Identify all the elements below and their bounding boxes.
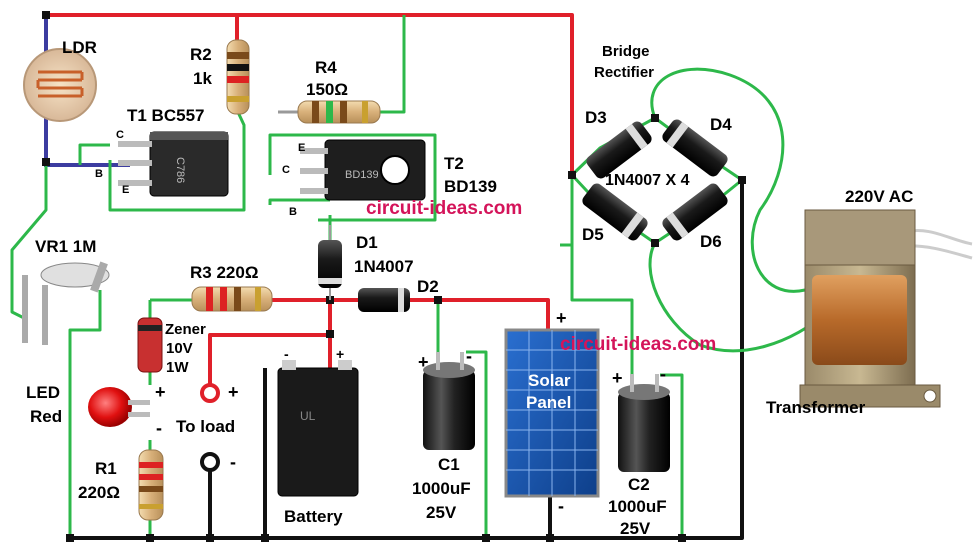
battery-brand: UL <box>300 409 316 423</box>
r1-resistor <box>138 449 164 521</box>
zener-watt: 1W <box>166 359 189 376</box>
t2-part: BD139 <box>444 177 497 196</box>
solar-plus: + <box>556 308 567 328</box>
ac-label: 220V AC <box>845 187 913 206</box>
d2-label: D2 <box>417 277 439 296</box>
d6-label: D6 <box>700 232 722 251</box>
r3-resistor <box>191 286 273 312</box>
vr1-label: VR1 1M <box>35 237 96 256</box>
solar-label-1: Solar <box>528 371 571 390</box>
t1-label: T1 BC557 <box>127 106 204 125</box>
d3-label: D3 <box>585 108 607 127</box>
d5-label: D5 <box>582 225 604 244</box>
c1-minus: - <box>466 346 472 366</box>
battery-label: Battery <box>284 507 343 526</box>
solar-minus: - <box>558 496 564 516</box>
diode-d2 <box>358 288 410 312</box>
c2-minus: - <box>660 364 666 384</box>
diode-d5 <box>582 183 648 241</box>
battery-plus: + <box>336 346 344 362</box>
t1-marking: C786 <box>174 157 186 183</box>
t2-pin-b: B <box>289 206 297 218</box>
solar-panel <box>504 328 600 498</box>
c1-capacitor <box>423 352 475 450</box>
r4-label: R4 <box>315 58 337 77</box>
bridge-diodes-label: 1N4007 X 4 <box>605 172 690 189</box>
ldr-component <box>23 48 97 122</box>
c2-value: 1000uF <box>608 497 667 516</box>
t1-pin-b: B <box>95 168 103 180</box>
diode-d6 <box>662 183 728 241</box>
watermark-2: circuit-ideas.com <box>560 334 716 355</box>
t2-label: T2 <box>444 154 464 173</box>
negative-wires <box>70 180 744 540</box>
load-minus: - <box>230 452 236 472</box>
transformer-component <box>799 209 973 408</box>
ldr-label: LDR <box>62 38 97 57</box>
c2-voltage: 25V <box>620 519 651 538</box>
t1-transistor: C786 <box>118 131 229 197</box>
diode-d3 <box>586 121 652 179</box>
d1-part: 1N4007 <box>354 257 414 276</box>
led-red <box>88 387 150 427</box>
t1-pin-c: C <box>116 129 124 141</box>
led-minus: - <box>156 418 162 438</box>
r1-label: R1 <box>95 459 117 478</box>
r2-label: R2 <box>190 45 212 64</box>
t2-pin-c: C <box>282 164 290 176</box>
diode-d1 <box>318 225 342 300</box>
c2-plus: + <box>612 368 623 388</box>
battery-component: UL <box>277 360 359 497</box>
led-plus: + <box>155 382 166 402</box>
t2-marking: BD139 <box>345 169 379 181</box>
r2-resistor <box>226 39 250 115</box>
d4-label: D4 <box>710 115 732 134</box>
r1-value: 220Ω <box>78 483 120 502</box>
t2-transistor: BD139 <box>300 139 426 201</box>
diode-d4 <box>662 119 728 177</box>
c1-label: C1 <box>438 455 460 474</box>
watermark-1: circuit-ideas.com <box>366 198 522 219</box>
to-load-label: To load <box>176 417 235 436</box>
r2-value: 1k <box>193 69 212 88</box>
t1-pin-e: E <box>122 184 129 196</box>
c2-capacitor <box>618 374 670 472</box>
bridge-label: Bridge <box>602 43 650 60</box>
transformer-label: Transformer <box>766 398 866 417</box>
d1-label: D1 <box>356 233 378 252</box>
zener-diode <box>137 317 163 373</box>
r4-resistor <box>278 100 381 124</box>
c1-plus: + <box>418 352 429 372</box>
t2-pin-e: E <box>298 142 305 154</box>
vr1-potentiometer <box>22 261 110 345</box>
zener-label: Zener <box>165 321 206 338</box>
battery-minus: - <box>284 346 289 362</box>
r4-value: 150Ω <box>306 80 348 99</box>
c1-voltage: 25V <box>426 503 457 522</box>
led-color: Red <box>30 407 62 426</box>
zener-voltage: 10V <box>166 340 193 357</box>
solar-label-2: Panel <box>526 393 571 412</box>
load-terminals <box>200 383 220 472</box>
load-plus: + <box>228 382 239 402</box>
c1-value: 1000uF <box>412 479 471 498</box>
rectifier-label: Rectifier <box>594 64 654 81</box>
c2-label: C2 <box>628 475 650 494</box>
led-label: LED <box>26 383 60 402</box>
r3-label: R3 220Ω <box>190 263 258 282</box>
